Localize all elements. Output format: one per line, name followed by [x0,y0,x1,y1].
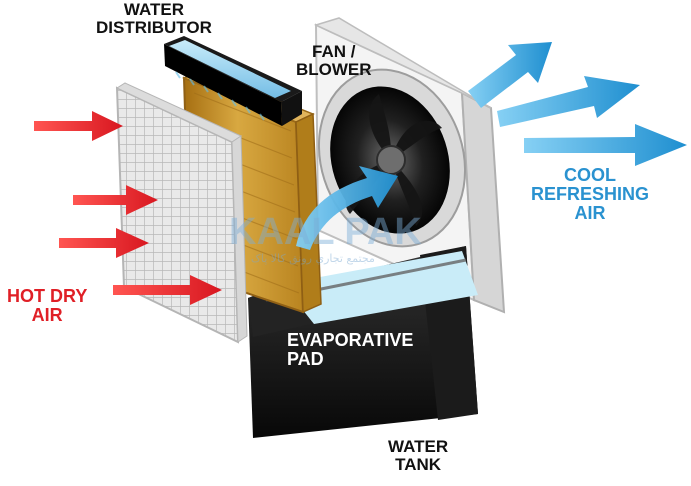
water-tank-label-line-2: TANK [395,454,442,474]
hot-air-arrow-3-icon [59,228,149,258]
watermark: KAAL PAK مجتمع تجاري رونق كالا پاک [229,211,422,266]
fan-blower-label-line-1: FAN / [312,42,356,61]
watermark-subtitle: مجتمع تجاري رونق كالا پاک [251,252,375,266]
hot-air-arrow-2-icon [73,185,158,215]
fan-blower-label-line-2: BLOWER [296,59,372,79]
hot-air-arrows [34,111,222,305]
water-distributor-label-line-2: DISTRIBUTOR [96,17,212,37]
inner-airflow-arrow-icon [296,166,398,250]
hot-air-arrow-4-icon [113,275,222,305]
watermark-brand: KAAL PAK [229,211,422,253]
front-grille [115,82,248,344]
fan-blower-label: FAN / BLOWER [296,43,372,79]
water-distributor [164,36,302,126]
water-distributor-label-line-1: WATER [123,0,184,19]
evaporative-pad-label-line-2: PAD [287,348,324,369]
water-surface [282,251,478,324]
cool-label-line-3: AIR [574,202,606,223]
water-tank-label: WATER TANK [388,438,448,474]
cool-air-arrow-3-icon [524,124,687,166]
hot-dry-air-label: HOT DRY AIR [7,287,87,325]
evaporative-pad-label: EVAPORATIVE PAD [287,331,413,369]
cool-label-line-2: REFRESHING [530,183,649,204]
evaporative-pad-label-line-1: EVAPORATIVE [287,330,414,350]
cool-air-arrow-2-icon [497,76,640,127]
hot-dry-air-label-line-1: HOT DRY [7,286,88,306]
water-tank-label-line-1: WATER [388,437,449,456]
hot-dry-air-label-line-2: AIR [31,304,63,325]
cool-air-arrows [468,42,687,166]
hot-air-arrow-1-icon [34,111,123,141]
cool-refreshing-air-label: COOL REFRESHING AIR [524,166,656,223]
cool-air-arrow-1-icon [468,42,552,108]
cool-label-line-1: COOL [564,165,616,185]
water-distributor-label: WATER DISTRIBUTOR [96,1,212,37]
